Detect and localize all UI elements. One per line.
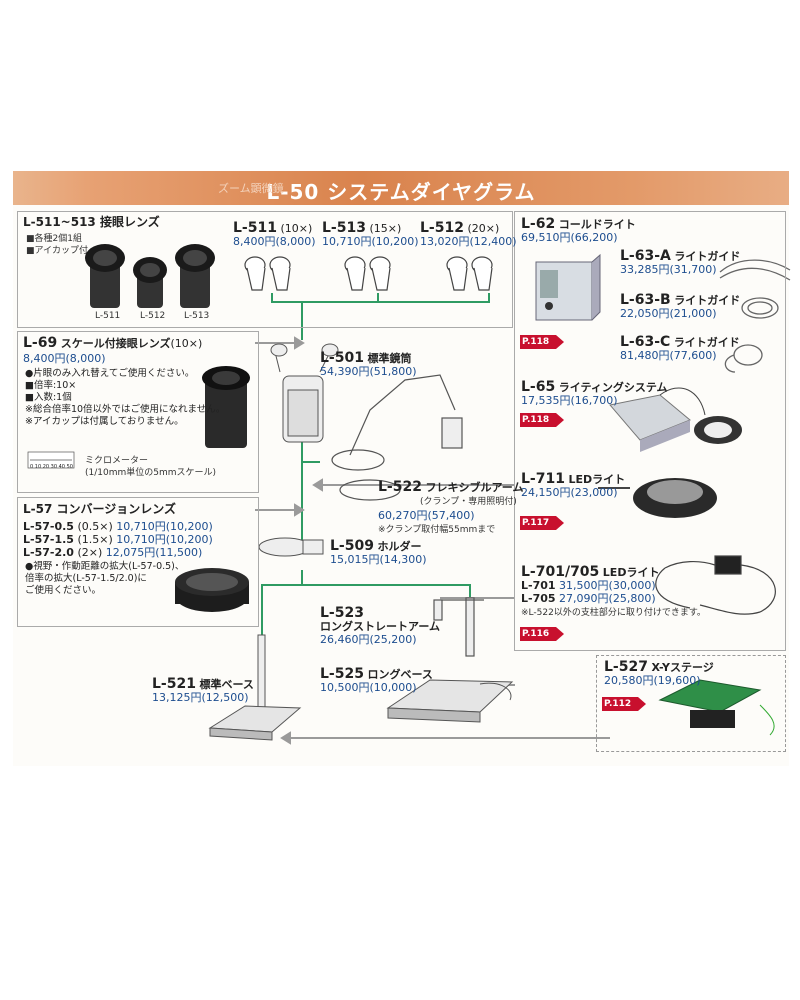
l57-note: ご使用ください。 — [25, 585, 102, 596]
eyepiece-bullet-2: ■アイカップ付 — [26, 246, 89, 256]
l57-box — [17, 497, 259, 627]
l57-row: L-57-1.5 (1.5×) 10,710円(10,200) — [23, 533, 213, 546]
l63b-label: L-63-B ライトガイド 22,050円(21,000) — [620, 292, 741, 320]
l69-note: ●片眼のみ入れ替えてご使用ください。 — [25, 368, 195, 379]
micrometer-scale — [27, 451, 75, 469]
eyepiece-photo-label: L-513 — [184, 311, 210, 321]
eyepiece-item: L-513 (15×) 10,710円(10,200) — [322, 220, 419, 248]
scale-label: ミクロメーター — [85, 456, 149, 466]
l701-drawing — [655, 555, 776, 615]
l501-label: L-501 標準鏡筒 54,390円(51,800) — [320, 350, 417, 378]
l527-label: L-527 X-Yステージ 20,580円(19,600) — [604, 659, 714, 687]
eyepiece-photo-label: L-512 — [140, 311, 166, 321]
l69-box — [17, 331, 259, 493]
l509-drawing — [258, 537, 324, 557]
eyepiece-bullet-1: ■各種2個1組 — [26, 234, 82, 244]
l57-photo — [175, 568, 249, 612]
diagram-title: L-50 システムダイヤグラム — [266, 180, 536, 204]
header-bar: L-50 システムダイヤグラム ズーム顕微鏡 — [13, 171, 789, 205]
l69-title: L-69 スケール付接眼レンズ(10×) — [23, 335, 203, 351]
l69-note: ■入数:1個 — [25, 392, 72, 403]
l65-label: L-65 ライティングシステム 17,535円(16,700) — [521, 379, 668, 407]
faded-subtitle: ズーム顕微鏡 — [218, 182, 284, 195]
lighting-box — [514, 211, 786, 651]
l63a-label: L-63-A ライトガイド 33,285円(31,700) — [620, 248, 741, 276]
page-ref-tag[interactable]: P.117 — [520, 516, 564, 530]
l63c-label: L-63-C ライトガイド 81,480円(77,600) — [620, 334, 740, 362]
l711-drawing — [598, 478, 717, 518]
l65-drawing — [609, 387, 742, 452]
eyepiece-box — [17, 211, 513, 328]
page-ref-tag[interactable]: P.116 — [520, 627, 564, 641]
l701-label: L-701/705 LEDライト L-701 31,500円(30,000) L… — [521, 564, 706, 618]
l62-drawing — [535, 253, 601, 321]
l501-drawing — [270, 343, 339, 443]
l523-drawing — [433, 597, 484, 657]
scale-desc: (1/10mm単位の5mmスケール) — [85, 468, 217, 478]
l69-note: ※総合倍率10倍以外ではご使用になれません。 — [25, 404, 226, 415]
l525-label: L-525 ロングベース 10,500円(10,000) — [320, 666, 433, 694]
l57-note: 倍率の拡大(L-57-1.5/2.0)に — [25, 573, 147, 584]
l57-row: L-57-0.5 (0.5×) 10,710円(10,200) — [23, 520, 213, 533]
l521-drawing — [208, 634, 302, 741]
l521-label: L-521 標準ベース 13,125円(12,500) — [152, 676, 254, 704]
l62-label: L-62 コールドライト 69,510円(66,200) — [521, 216, 636, 244]
eyepiece-item: L-511 (10×) 8,400円(8,000) — [233, 220, 316, 248]
l711-label: L-711 LEDライト 24,150円(23,000) — [521, 471, 626, 499]
l57-note: ●視野・作動距離の拡大(L-57-0.5)、 — [25, 561, 185, 572]
l69-photo — [202, 366, 250, 448]
eyepiece-photos — [85, 244, 215, 308]
l69-note: ※アイカップは付属しておりません。 — [25, 416, 184, 427]
l509-label: L-509 ホルダー 15,015円(14,300) — [330, 538, 427, 566]
scale-ticks: 0 10 20 30 40 50 — [30, 464, 73, 470]
arrows — [255, 336, 610, 745]
page-ref-tag[interactable]: P.118 — [520, 335, 564, 349]
l69-note: ■倍率:10× — [25, 380, 77, 391]
eyepiece-item: L-512 (20×) 13,020円(12,400) — [420, 220, 517, 248]
l525-drawing — [386, 679, 514, 723]
l57-title: L-57 コンバージョンレンズ — [23, 502, 177, 516]
eyepiece-title: L-511~513 接眼レンズ — [23, 215, 160, 229]
l522-label: L-522 フレキシブルアーム (クランプ・専用照明付) 60,270円(57,… — [378, 479, 524, 535]
light-guides — [719, 259, 791, 373]
l69-price: 8,400円(8,000) — [23, 352, 106, 365]
eyepiece-photo-label: L-511 — [95, 311, 121, 321]
l523-label: L-523 ロングストレートアーム 26,460円(25,200) — [320, 605, 441, 646]
l522-drawing — [331, 374, 463, 501]
page-ref-tag[interactable]: P.112 — [602, 697, 646, 711]
l527-drawing — [658, 679, 775, 736]
eyepiece-drawings — [244, 256, 493, 291]
page-ref-tag[interactable]: P.118 — [520, 413, 564, 427]
xy-stage-box — [596, 655, 786, 752]
l57-row: L-57-2.0 (2×) 12,075円(11,500) — [23, 546, 203, 559]
